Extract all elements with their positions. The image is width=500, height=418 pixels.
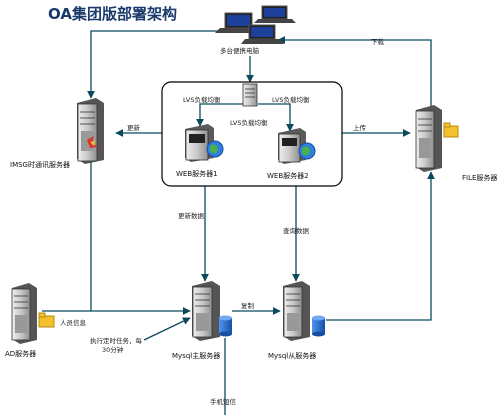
mysql-slave-label: Mysql从服务器: [268, 351, 316, 360]
upload-label: 上传: [353, 123, 367, 132]
database-icon: [312, 315, 325, 337]
update-data-label: 更新数据: [178, 211, 205, 220]
mysql-master-node: Mysql主服务器: [172, 281, 232, 360]
imsg-node: IMSG时通讯服务器: [10, 98, 104, 169]
server-icon: [77, 98, 104, 164]
laptop-icon: [241, 24, 284, 44]
folder-icon: [38, 312, 55, 328]
lvs-right-label: LVS负载均衡: [272, 95, 310, 104]
lvs-server-node: LVS负载均衡: [230, 83, 268, 127]
wire-slave-file: [326, 171, 435, 321]
wire-scheduled-task: [143, 317, 191, 341]
lvs-cluster-box: [161, 81, 343, 187]
laptops-node: 多台便携电脑: [215, 5, 296, 55]
web1-node: WEB服务器1: [176, 124, 224, 178]
file-label: FILE服务器: [462, 173, 497, 182]
globe-icon: [298, 142, 316, 160]
server-icon: [11, 283, 37, 344]
web2-node: WEB服务器2: [267, 128, 316, 180]
connections: [42, 30, 435, 415]
imsg-label: IMSG时通讯服务器: [10, 160, 70, 169]
laptop-icon: [254, 5, 296, 23]
query-data-label: 查询数据: [283, 226, 310, 235]
mysql-master-label: Mysql主服务器: [172, 351, 220, 360]
scheduled-task-label-2: 30分钟: [102, 345, 124, 354]
laptops-label: 多台便携电脑: [220, 46, 260, 55]
server-icon: [278, 128, 306, 164]
server-icon: [283, 281, 310, 341]
update-label: 更新: [127, 123, 141, 132]
wire-lvs-web2: [258, 103, 294, 132]
globe-icon: [206, 140, 224, 158]
web2-label: WEB服务器2: [267, 171, 309, 180]
server-icon: [192, 281, 220, 341]
wire-laptops-imsg: [87, 30, 222, 99]
ad-label: AD服务器: [5, 349, 36, 358]
folder-icon: [443, 122, 459, 138]
scheduled-task-label: 执行定时任务，每: [90, 336, 143, 345]
server-icon: [185, 124, 214, 162]
person-info-label: 人员信息: [60, 318, 87, 327]
database-icon: [219, 315, 232, 337]
server-icon: [415, 105, 442, 172]
server-icon: [242, 83, 258, 107]
download-label: 下载: [371, 37, 385, 46]
file-node: FILE服务器: [415, 105, 497, 182]
lvs-server-label: LVS负载均衡: [230, 118, 268, 127]
mysql-slave-node: Mysql从服务器: [268, 281, 325, 360]
wire-file-laptops: [277, 36, 432, 108]
lvs-left-label: LVS负载均衡: [183, 95, 221, 104]
sms-label: 手机短信: [210, 397, 237, 406]
replicate-label: 复制: [241, 301, 255, 310]
ad-node: AD服务器: [5, 283, 55, 358]
wire-lvs-web1: [196, 103, 243, 127]
diagram-title: OA集团版部署架构: [48, 5, 177, 23]
web1-label: WEB服务器1: [176, 169, 218, 178]
flag-icon: [87, 136, 98, 148]
